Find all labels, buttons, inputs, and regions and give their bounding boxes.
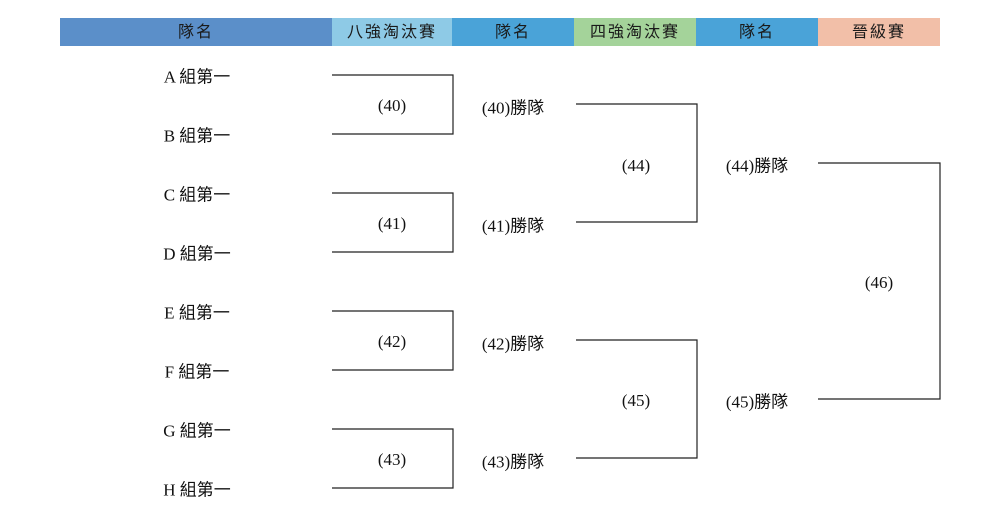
qf-bracket-40 [332, 74, 454, 135]
header-semifinal: 四強淘汰賽 [574, 18, 696, 46]
header-final: 晉級賽 [818, 18, 940, 46]
team-label-h: H 組第一 [163, 480, 231, 500]
team-label-b: B 組第一 [163, 126, 231, 146]
team-label-f: F 組第一 [164, 362, 230, 382]
sf-match-45: (45) [621, 391, 651, 410]
qf-winner-41: (41)勝隊 [481, 216, 545, 236]
team-label-d: D 組第一 [163, 244, 231, 264]
header-quarterfinal: 八強淘汰賽 [332, 18, 452, 46]
qf-winner-43: (43)勝隊 [481, 452, 545, 472]
qf-winner-42: (42)勝隊 [481, 334, 545, 354]
qf-match-43: (43) [377, 450, 407, 469]
final-match-46: (46) [864, 273, 894, 292]
qf-match-40: (40) [377, 96, 407, 115]
sf-winner-44: (44)勝隊 [725, 156, 789, 176]
team-label-e: E 組第一 [164, 303, 230, 323]
team-label-g: G 組第一 [163, 421, 231, 441]
qf-match-41: (41) [377, 214, 407, 233]
header-team-name-2: 隊名 [452, 18, 574, 46]
qf-winner-40: (40)勝隊 [481, 98, 545, 118]
header-team-name-3: 隊名 [696, 18, 818, 46]
sf-bracket-45 [576, 339, 698, 459]
qf-bracket-42 [332, 310, 454, 371]
sf-bracket-44 [576, 103, 698, 223]
team-label-a: A 組第一 [163, 67, 231, 87]
header-team-name-1: 隊名 [60, 18, 332, 46]
sf-match-44: (44) [621, 156, 651, 175]
qf-match-42: (42) [377, 332, 407, 351]
team-label-c: C 組第一 [163, 185, 231, 205]
final-bracket-46 [818, 162, 941, 400]
qf-bracket-43 [332, 428, 454, 489]
sf-winner-45: (45)勝隊 [725, 392, 789, 412]
qf-bracket-41 [332, 192, 454, 253]
header-bar: 隊名 八強淘汰賽 隊名 四強淘汰賽 隊名 晉級賽 [60, 18, 940, 46]
